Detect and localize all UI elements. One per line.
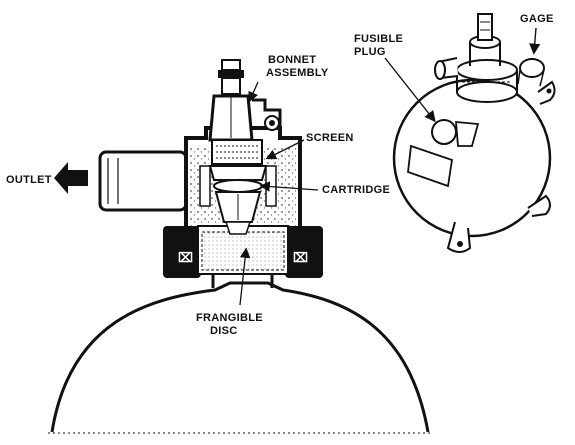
svg-text:⌧: ⌧ xyxy=(178,250,193,265)
label-bonnet-2: ASSEMBLY xyxy=(266,67,329,79)
leader-lines-right xyxy=(384,27,541,123)
label-cartridge: CARTRIDGE xyxy=(322,184,390,196)
label-frangible-1: FRANGIBLE xyxy=(196,312,263,324)
bottle-dome xyxy=(50,281,430,433)
gage xyxy=(519,58,545,78)
label-gage: GAGE xyxy=(520,13,554,25)
valve-cutaway: ⌧ ⌧ xyxy=(48,59,432,434)
label-screen: SCREEN xyxy=(306,132,354,144)
label-fusible-2: PLUG xyxy=(354,46,386,58)
outlet-port xyxy=(98,150,188,212)
label-fusible-1: FUSIBLE xyxy=(354,33,403,45)
svg-text:⌧: ⌧ xyxy=(293,250,308,265)
label-bonnet-1: BONNET xyxy=(268,54,316,66)
label-frangible-2: DISC xyxy=(210,325,237,337)
leader-lines-left xyxy=(239,81,319,306)
label-outlet: OUTLET xyxy=(6,174,52,186)
outlet-arrow xyxy=(54,162,88,194)
extinguisher-exterior xyxy=(392,13,556,253)
fusible-plug xyxy=(431,119,457,145)
